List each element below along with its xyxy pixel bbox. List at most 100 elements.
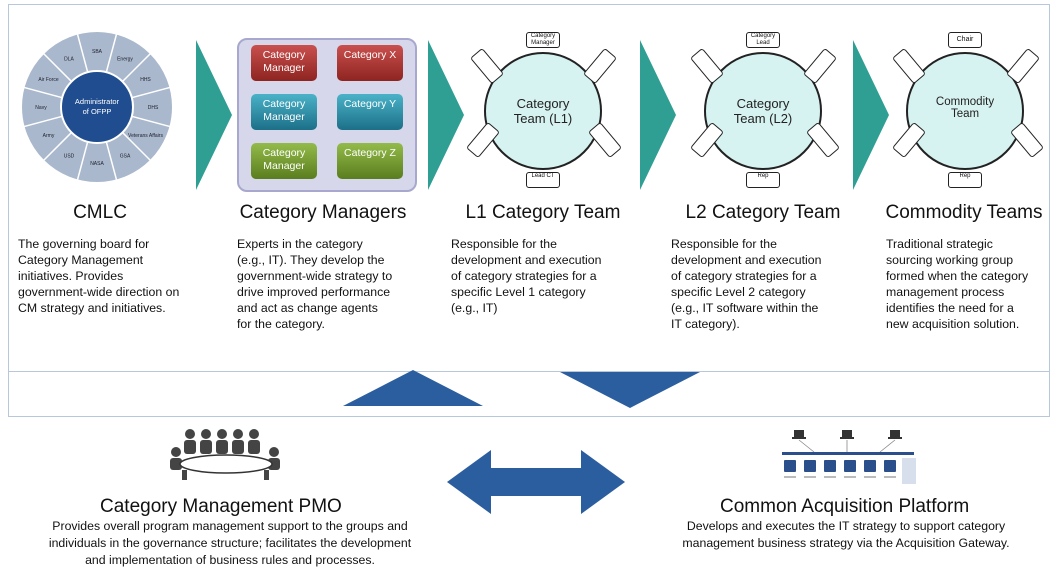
acquisition-platform-icon: [782, 430, 916, 484]
wheel-center-line2: of OFPP: [83, 107, 112, 116]
stage-desc-cmlc: The governing board for Category Managem…: [18, 236, 218, 316]
l2-seat-top: Category Lead: [746, 32, 780, 48]
wheel-segment-label: USD: [64, 153, 75, 159]
wheel-segment-label: Energy: [117, 57, 133, 63]
pmo-title: Category Management PMO: [100, 496, 342, 517]
desc-line: of category strategies for a: [671, 269, 817, 283]
l1-seat-top: Category Manager: [526, 32, 560, 48]
stage-desc-l2: Responsible for the development and exec…: [671, 236, 871, 332]
desc-line: and act as change agents: [237, 301, 378, 315]
desc-line: Provides overall program management supp…: [52, 519, 408, 533]
wheel-divider: [76, 141, 89, 181]
stage-title-commodity: Commodity Teams: [885, 202, 1043, 223]
wheel-segment-label: Air Force: [38, 77, 59, 83]
wheel-divider: [76, 33, 89, 73]
l2-team-circle: Category Team (L2): [704, 52, 822, 170]
wheel-divider: [131, 86, 171, 99]
desc-line: Traditional strategic: [886, 237, 993, 251]
desc-line: development and execution: [671, 253, 822, 267]
desc-line: for the category.: [237, 317, 325, 331]
wheel-segment-label: Navy: [35, 105, 47, 111]
cm-green-manager: Category Manager: [251, 143, 317, 179]
cm-teal-category: Category Y: [337, 94, 403, 130]
down-triangle-arrow: [560, 372, 700, 408]
wheel-segment-label: DLA: [64, 57, 74, 63]
up-triangle-arrow: [343, 370, 483, 406]
desc-line: Experts in the category: [237, 237, 363, 251]
cap-desc: Develops and executes the IT strategy to…: [640, 518, 1052, 552]
desc-line: Responsible for the: [671, 237, 777, 251]
stage-arrow-2: [428, 40, 464, 190]
stage-title-l2: L2 Category Team: [685, 202, 841, 223]
desc-line: Category Management: [18, 253, 144, 267]
desc-line: government-wide strategy to: [237, 269, 393, 283]
stage-desc-category-managers: Experts in the category (e.g., IT). They…: [237, 236, 437, 332]
top-panel-border: [8, 4, 1050, 372]
wheel-segment-label: SBA: [92, 49, 103, 55]
wheel-divider: [121, 52, 152, 83]
stage-desc-l1: Responsible for the development and exec…: [451, 236, 651, 316]
l1-team-circle: Category Team (L1): [484, 52, 602, 170]
desc-line: initiatives. Provides: [18, 269, 124, 283]
l2-team-label: Category Team (L2): [733, 96, 793, 126]
category-managers-box: Category Manager Category X Category Man…: [237, 38, 417, 192]
wheel-segment-label: DHS: [148, 105, 159, 111]
l1-seat-bottom: Lead CT: [526, 172, 560, 188]
stage-title-category-managers: Category Managers: [239, 202, 407, 223]
l1-team-label: Category Team (L1): [513, 96, 573, 126]
commodity-seat-bottom: Rep: [948, 172, 982, 188]
desc-line: The governing board for: [18, 237, 150, 251]
double-arrow: [447, 450, 625, 514]
desc-line: sourcing working group: [886, 253, 1014, 267]
commodity-team-circle: Commodity Team: [906, 52, 1024, 170]
wheel-divider: [42, 52, 73, 83]
desc-line: development and execution: [451, 253, 602, 267]
wheel-segment-label: NASA: [90, 161, 104, 167]
wheel-divider: [105, 141, 118, 181]
desc-line: Responsible for the: [451, 237, 557, 251]
wheel-segment-label: GSA: [120, 153, 131, 159]
cm-teal-manager: Category Manager: [251, 94, 317, 130]
stage-title-cmlc: CMLC: [73, 202, 127, 223]
stage-arrow-3: [640, 40, 676, 190]
desc-line: identifies the need for a: [886, 301, 1014, 315]
middle-panel-border: [8, 366, 1050, 417]
desc-line: individuals in the governance structure;…: [48, 536, 412, 550]
wheel-divider: [105, 33, 118, 73]
desc-line: CM strategy and initiatives.: [18, 301, 166, 315]
desc-line: IT category).: [671, 317, 740, 331]
wheel-divider: [121, 131, 152, 162]
desc-line: management process: [886, 285, 1005, 299]
wheel-segment-label: HHS: [140, 77, 151, 83]
wheel-divider: [131, 115, 171, 128]
cap-title: Common Acquisition Platform: [720, 496, 970, 517]
wheel-divider: [23, 115, 63, 128]
desc-line: (e.g., IT software within the: [671, 301, 819, 315]
desc-line: of category strategies for a: [451, 269, 597, 283]
desc-line: Develops and executes the IT strategy to…: [686, 519, 1006, 533]
pmo-desc: Provides overall program management supp…: [10, 518, 450, 569]
desc-line: drive improved performance: [237, 285, 391, 299]
desc-line: management business strategy via the Acq…: [682, 536, 1010, 550]
wheel-segment-label: Veterans Affairs: [128, 133, 163, 139]
desc-line: (e.g., IT): [451, 301, 498, 315]
wheel-segment-label: Army: [43, 133, 55, 139]
commodity-team-label: Commodity Team: [935, 96, 995, 120]
desc-line: (e.g., IT). They develop the: [237, 253, 385, 267]
stage-title-l1: L1 Category Team: [465, 202, 621, 223]
stage-arrow-1: [196, 40, 232, 190]
wheel-divider: [42, 131, 73, 162]
l2-seat-bottom: Rep: [746, 172, 780, 188]
desc-line: specific Level 1 category: [451, 285, 586, 299]
desc-line: government-wide direction on: [18, 285, 180, 299]
wheel-divider: [23, 86, 63, 99]
stage-desc-commodity: Traditional strategic sourcing working g…: [886, 236, 1048, 332]
desc-line: and implementation of business rules and…: [85, 553, 375, 567]
desc-line: formed when the category: [886, 269, 1029, 283]
cm-red-category: Category X: [337, 45, 403, 81]
desc-line: specific Level 2 category: [671, 285, 806, 299]
cm-green-category: Category Z: [337, 143, 403, 179]
desc-line: new acquisition solution.: [886, 317, 1020, 331]
wheel-center-line1: Administrator: [75, 97, 120, 106]
